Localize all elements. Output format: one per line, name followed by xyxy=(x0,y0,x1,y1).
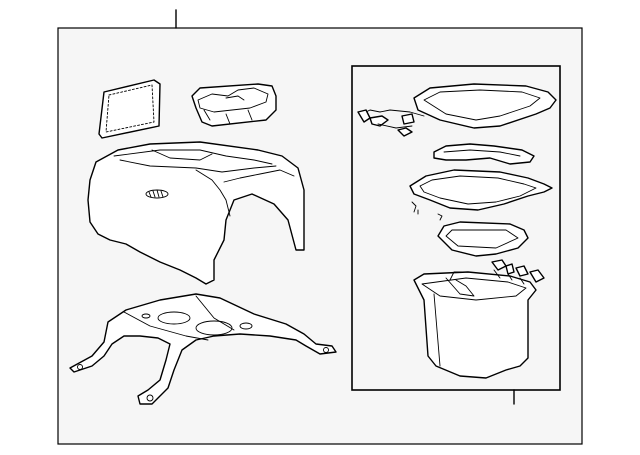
console-body xyxy=(87,141,305,285)
armrest-lid xyxy=(413,83,557,129)
mounting-bracket xyxy=(69,293,337,405)
lid-liner xyxy=(409,169,553,221)
storage-bin xyxy=(413,259,545,379)
lid-flat-liner xyxy=(437,221,529,257)
lid-hinge xyxy=(357,109,425,137)
storage-tray xyxy=(191,83,277,127)
lid-inner-panel xyxy=(433,143,535,165)
lid-pad xyxy=(98,79,161,139)
